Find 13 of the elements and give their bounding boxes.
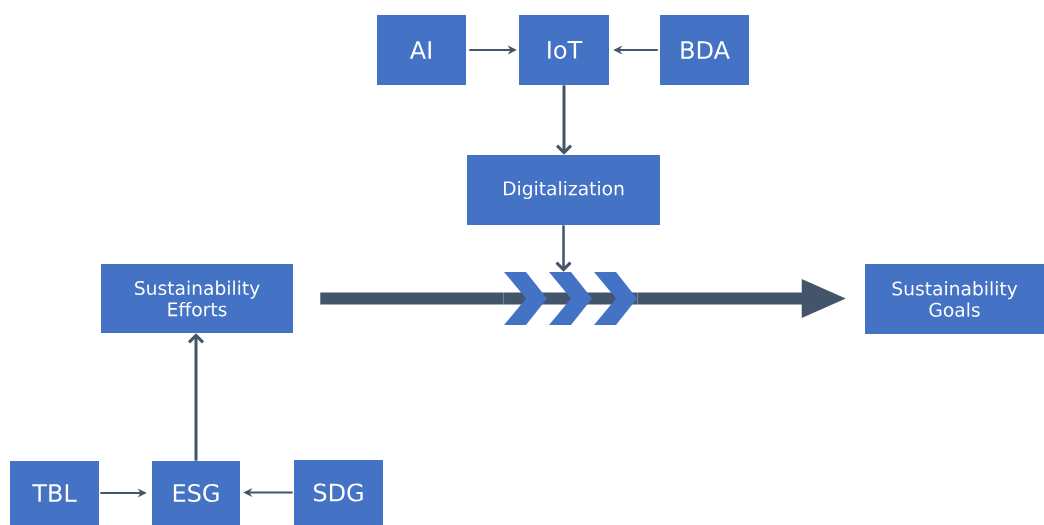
process-box: BDA [660, 15, 749, 85]
process-box: AI [377, 15, 466, 85]
process-box: Digitalization [467, 155, 660, 225]
arrow [555, 225, 572, 272]
process-box: IoT [519, 15, 609, 85]
process-box: SDG [294, 460, 383, 525]
process-box: TBL [10, 461, 99, 525]
arrow [187, 333, 205, 461]
process-box: Sustainability Goals [865, 264, 1044, 334]
arrow [555, 85, 573, 155]
process-box: ESG [152, 461, 240, 525]
process-box: Sustainability Efforts [101, 264, 293, 333]
chevron-symbol [504, 272, 637, 325]
